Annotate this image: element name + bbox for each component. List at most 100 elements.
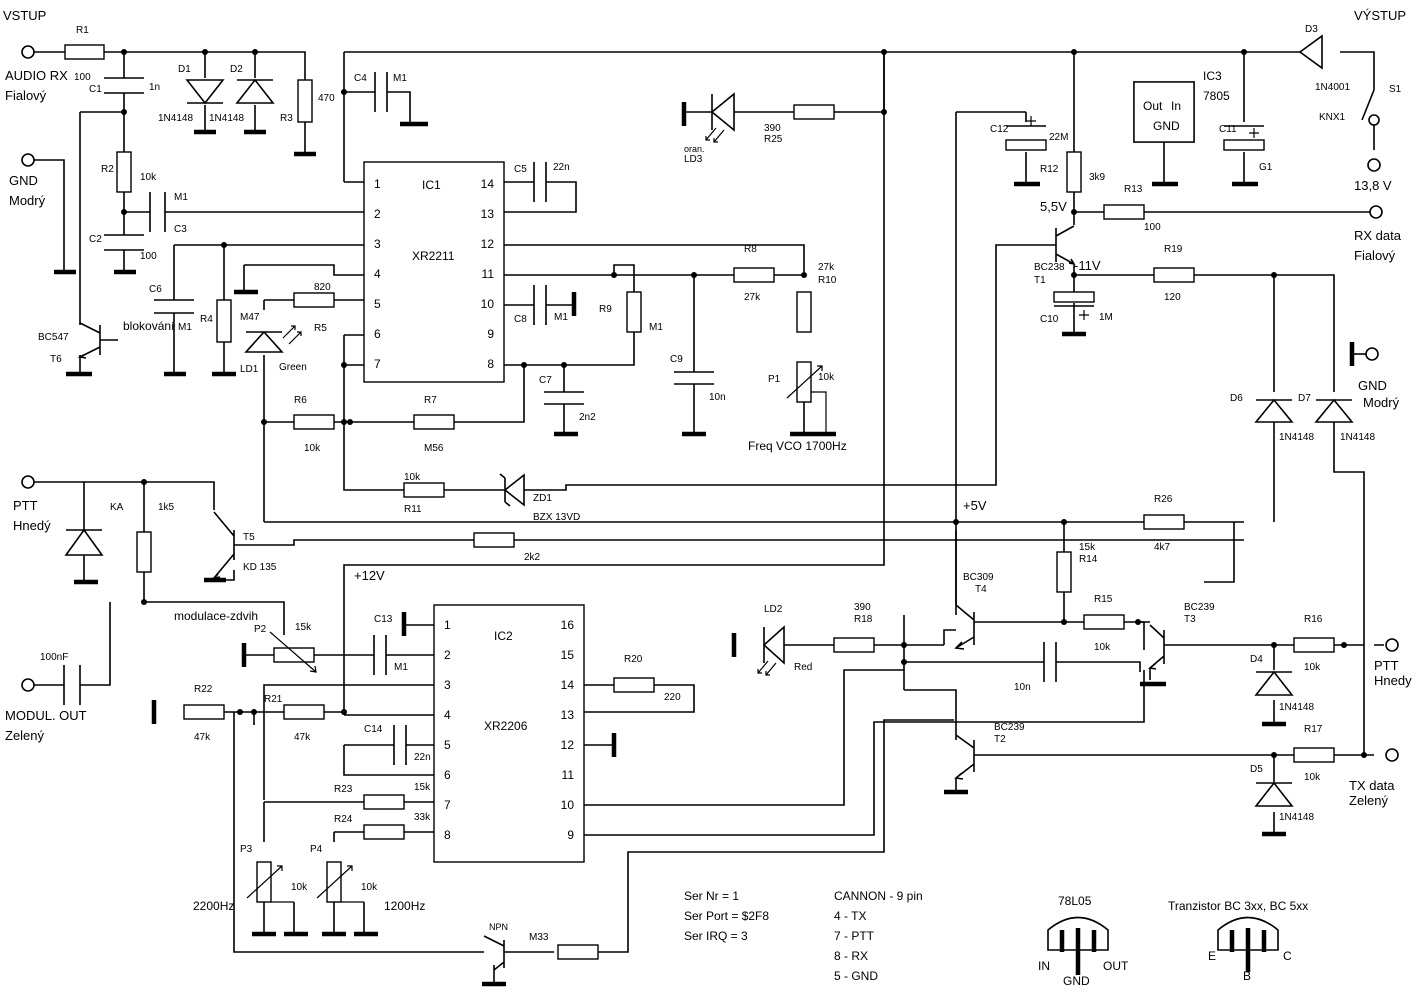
ser-irq: Ser IRQ = 3: [684, 929, 748, 943]
terminal-tx-data: [1385, 748, 1399, 762]
r12-value: 3k9: [1089, 172, 1106, 183]
ic2-pin-5: 5: [444, 738, 451, 752]
diode-d7: [1314, 398, 1354, 423]
capacitor-c1: [104, 77, 144, 94]
pot-p4: [316, 861, 364, 903]
d3-name: D3: [1305, 24, 1318, 35]
vystup-label: VÝSTUP: [1354, 8, 1406, 23]
c13-name: C13: [374, 614, 393, 625]
capacitor-10n: [1043, 642, 1057, 682]
r17-value: 10k: [1304, 772, 1321, 783]
r9-value: M1: [649, 322, 663, 333]
r23-value: 15k: [414, 782, 431, 793]
diode-d4: [1254, 670, 1294, 696]
ic1-pin-4: 4: [374, 267, 381, 281]
t1-type: BC238: [1034, 262, 1065, 273]
transistor-t4: [954, 530, 975, 650]
d2-value: 1N4148: [209, 113, 244, 124]
t6-type: BC547: [38, 332, 69, 343]
t2-name: T2: [994, 734, 1006, 745]
c4-name: C4: [354, 73, 367, 84]
terminal-gnd-right: [1365, 347, 1379, 361]
fialovy-label-2: Fialový: [1354, 248, 1396, 263]
ic1-pin-11: 11: [482, 267, 495, 281]
diodes: [64, 34, 1354, 807]
ld3-name: LD3: [684, 154, 703, 165]
r21-name: R21: [264, 694, 283, 705]
resistor-r21: [283, 704, 325, 720]
p1-name: P1: [768, 374, 781, 385]
c13-value: M1: [394, 662, 408, 673]
t5-type: KD 135: [243, 562, 277, 573]
r14-value: 15k: [1079, 542, 1096, 553]
diode-ka: [64, 528, 104, 556]
modulace-label: modulace-zdvih: [174, 609, 258, 623]
transistor-t2: [954, 734, 975, 792]
pot-p2: [269, 631, 317, 673]
c14-value: 22n: [414, 752, 431, 763]
resistor-r6: [293, 414, 335, 430]
freq-vco-label: Freq VCO 1700Hz: [748, 439, 847, 453]
r-1k5-value: 1k5: [158, 502, 175, 513]
s1-value: KNX1: [1319, 112, 1346, 123]
p3-value: 10k: [291, 882, 308, 893]
zd1-value: BZX 13VD: [533, 512, 580, 523]
transistor-t1: [1055, 225, 1076, 266]
c10-name: C10: [1040, 314, 1059, 325]
cannon-ptt: 7 - PTT: [834, 929, 875, 943]
c6-name: C6: [149, 284, 162, 295]
capacitor-c9: [674, 371, 714, 385]
ic1-pin-6: 6: [374, 327, 381, 341]
r17-name: R17: [1304, 724, 1323, 735]
ic2-pin-11: 11: [562, 768, 575, 782]
r19-value: 120: [1164, 292, 1181, 303]
r6-value: 10k: [304, 443, 321, 454]
r11-value: 10k: [404, 472, 421, 483]
led-ld2: [757, 625, 785, 676]
r9-name: R9: [599, 304, 612, 315]
ic1-pin-10: 10: [481, 297, 495, 311]
c12-value: 22M: [1049, 132, 1068, 143]
pot-p3: [246, 861, 294, 903]
resistor-r23: [363, 794, 405, 810]
r5-name: R5: [314, 323, 327, 334]
r8-value: 27k: [744, 292, 761, 303]
capacitor-c3: [149, 192, 166, 232]
c-10n-value: 10n: [1014, 682, 1031, 693]
zeleny-label-1: Zelený: [5, 728, 45, 743]
ic2-pin-8: 8: [444, 828, 451, 842]
ic2-pin-15: 15: [561, 648, 575, 662]
resistor-r19: [1153, 267, 1195, 283]
tranz-title: Tranzistor BC 3xx, BC 5xx: [1168, 899, 1308, 913]
voltage-11v: -11V: [1074, 258, 1101, 273]
ground-symbols: [54, 102, 1355, 987]
modry-label-2: Modrý: [1363, 395, 1400, 410]
diode-d6: [1254, 398, 1294, 423]
ld3-color: oran.: [684, 144, 705, 154]
p1-value: 10k: [818, 372, 835, 383]
d4-name: D4: [1250, 654, 1263, 665]
cannon-rx: 8 - RX: [834, 949, 868, 963]
r26-value: 4k7: [1154, 542, 1171, 553]
capacitor-100nf: [63, 665, 81, 705]
capacitor-c10: [1053, 291, 1095, 320]
c7-value: 2n2: [579, 412, 596, 423]
ic3-pin-out: Out: [1143, 99, 1163, 113]
resistor-r9: [626, 291, 642, 333]
r11-name: R11: [404, 504, 422, 515]
r18-name: R18: [854, 614, 873, 625]
diode-zd1: [499, 473, 525, 507]
vstup-label: VSTUP: [3, 8, 46, 23]
capacitor-c7: [544, 391, 584, 405]
c11-value: G1: [1259, 162, 1273, 173]
ic1-pin-14: 14: [481, 177, 495, 191]
voltage-13v8: 13,8 V: [1354, 178, 1392, 193]
capacitor-c8: [533, 285, 547, 325]
resistor-r4: [216, 299, 232, 343]
junctions: [121, 49, 1367, 758]
t4-type: BC309: [963, 572, 994, 583]
ic2-pin-14: 14: [561, 678, 575, 692]
zd1-name: ZD1: [533, 493, 552, 504]
